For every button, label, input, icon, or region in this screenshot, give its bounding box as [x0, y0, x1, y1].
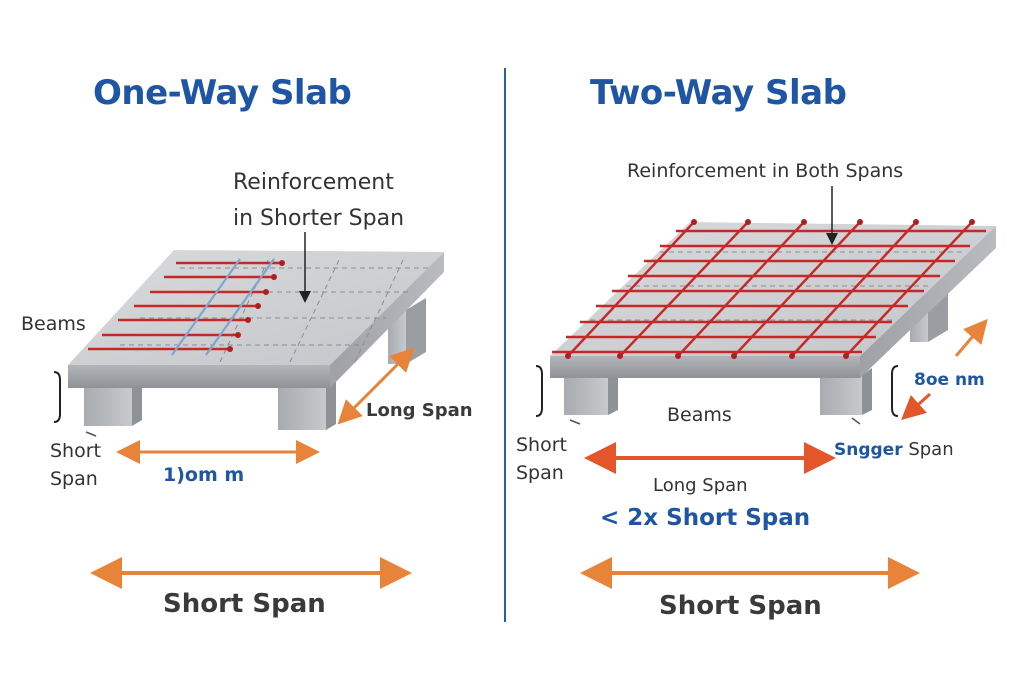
right-slab-grid — [590, 251, 966, 321]
left-rebars — [88, 261, 282, 351]
right-side-span-rest: Span — [902, 439, 954, 460]
right-depth-bracket-left — [535, 365, 543, 417]
left-reinforcement-label-1: Reinforcement — [233, 170, 394, 195]
right-long-span-label: Long Span — [653, 475, 748, 496]
right-title: Two-Way Slab — [590, 73, 847, 113]
left-bottom-label: Short Span — [163, 589, 326, 619]
right-depth-bracket-right — [891, 365, 899, 417]
left-slab-grid — [120, 255, 430, 363]
left-long-span-arrow — [337, 347, 415, 425]
left-reinforcement-label-2: in Shorter Span — [233, 206, 405, 231]
right-reinforcement-label: Reinforcement in Both Spans — [627, 160, 904, 182]
right-short-span-label-1: Short — [516, 434, 567, 456]
left-dimension-label: 1)om m — [163, 464, 245, 486]
left-depth-bracket — [53, 371, 61, 423]
right-side-arrow-down — [901, 392, 932, 421]
right-short-span-label-2: Span — [516, 462, 564, 484]
left-short-span-label-2: Span — [50, 468, 98, 490]
left-distribution-bars — [171, 258, 275, 356]
right-slab-side — [860, 226, 996, 378]
right-side-span-bold: Sngger — [834, 440, 903, 460]
two-way-slab-illustration — [535, 186, 996, 589]
right-beams-label: Beams — [667, 404, 732, 426]
right-dimension-label: 8oe nm — [914, 370, 985, 390]
right-side-span-label: Sngger Span — [834, 441, 954, 459]
left-slab-front — [68, 365, 330, 388]
right-side-arrow-up — [954, 318, 988, 357]
left-beams-label: Beams — [21, 313, 86, 335]
left-long-span-label: Long Span — [366, 400, 473, 421]
right-ratio-label: < 2x Short Span — [600, 505, 811, 531]
left-title: One-Way Slab — [93, 73, 352, 113]
left-short-span-label-1: Short — [50, 440, 101, 462]
one-way-slab-illustration — [53, 232, 444, 589]
left-beams — [84, 298, 426, 430]
right-rebars-y — [567, 221, 973, 357]
right-rebars-x — [552, 229, 986, 354]
right-bottom-label: Short Span — [659, 591, 822, 621]
right-slab-front — [550, 356, 860, 378]
